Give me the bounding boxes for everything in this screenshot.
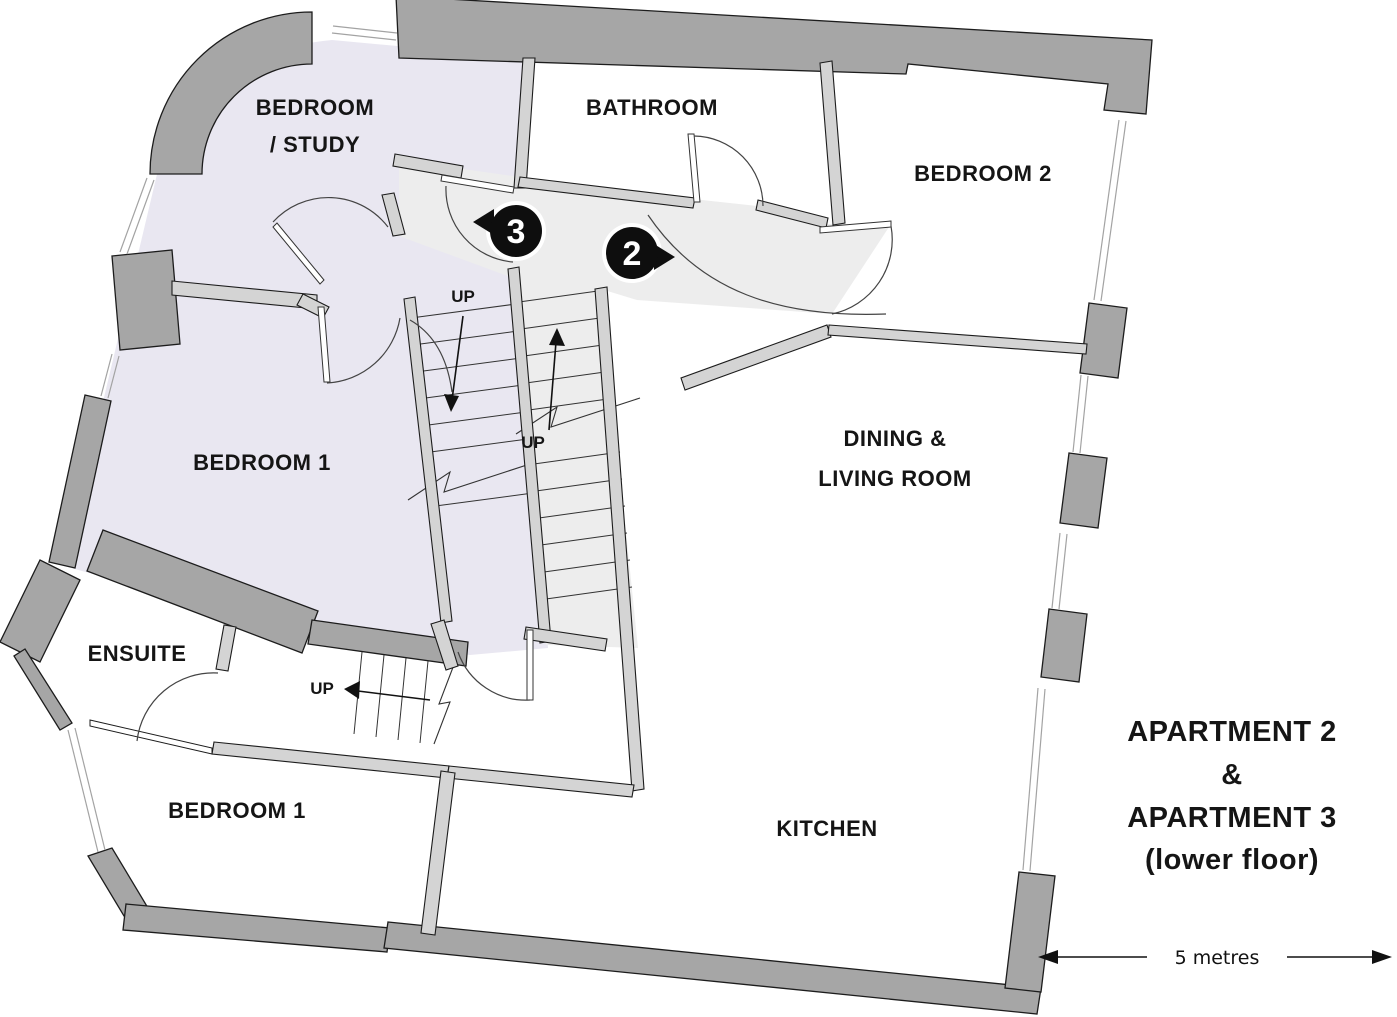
left-pillar bbox=[111, 249, 181, 351]
room-label-bedroom-study-line1: BEDROOM bbox=[256, 95, 374, 120]
study-door-leaf bbox=[272, 222, 325, 285]
room-label-bedroom1-upper: BEDROOM 1 bbox=[193, 450, 331, 475]
room-label-bathroom: BATHROOM bbox=[586, 95, 718, 120]
bathroom-door-arc bbox=[693, 135, 764, 207]
room-label-kitchen: KITCHEN bbox=[776, 816, 877, 841]
room-label-bedroom2: BEDROOM 2 bbox=[914, 161, 1052, 186]
plan-title: APARTMENT 2 & APARTMENT 3 (lower floor) bbox=[1127, 716, 1337, 876]
ensuite-right-stub bbox=[215, 624, 237, 672]
dining-door-arc bbox=[647, 214, 887, 315]
marker2-arrow-icon bbox=[654, 244, 675, 270]
stair-break-right bbox=[515, 397, 641, 435]
title-line4: (lower floor) bbox=[1145, 844, 1319, 876]
lower-hall-door-arc bbox=[457, 651, 531, 701]
scale-bar: 5 metres bbox=[1038, 947, 1392, 969]
bedroom2-door-arc bbox=[831, 225, 893, 315]
left-arrowhead-icon bbox=[344, 681, 360, 699]
windows bbox=[67, 25, 1127, 872]
room-label-dining-line2: LIVING ROOM bbox=[818, 466, 971, 491]
hall-door-arc bbox=[445, 185, 514, 263]
right-pillar-3 bbox=[1040, 608, 1088, 683]
down-arrowhead-icon bbox=[444, 394, 459, 412]
bedroom2-dining-wall bbox=[827, 324, 1088, 355]
left-wall-upper bbox=[48, 394, 112, 569]
title-line2: & bbox=[1221, 759, 1242, 791]
stair-left-wall bbox=[403, 296, 453, 624]
bedroom1-kitchen-wall bbox=[420, 770, 456, 936]
doors bbox=[136, 133, 893, 742]
apartment2-marker bbox=[606, 227, 658, 279]
hall-left-stub bbox=[381, 192, 406, 237]
stair-up-label-right: UP bbox=[521, 433, 545, 452]
scale-right-arrowhead-icon bbox=[1372, 950, 1392, 964]
bottom-right-corner-wall bbox=[1004, 871, 1056, 993]
right-pillar-1 bbox=[1079, 302, 1128, 379]
right-pillar-2 bbox=[1059, 452, 1108, 529]
stair-up-label-lower: UP bbox=[310, 679, 334, 698]
dining-sloped-wall bbox=[680, 324, 832, 391]
bathroom-bedroom2-wall bbox=[819, 60, 846, 226]
stair-break-lower bbox=[433, 661, 456, 745]
lower-hall-door-leaf bbox=[526, 629, 534, 701]
stair-direction-arrows bbox=[344, 315, 565, 701]
ensuite-bedroom1-thin-wall bbox=[89, 719, 213, 755]
ensuite-outer-wall bbox=[13, 648, 73, 731]
curved-corner-wall bbox=[149, 11, 313, 175]
apartment3-dividing-wall-thin bbox=[307, 619, 469, 667]
up-arrowhead-icon bbox=[549, 328, 565, 346]
room-labels: BEDROOM / STUDY BATHROOM BEDROOM 2 BEDRO… bbox=[88, 95, 1052, 841]
room-label-dining-line1: DINING & bbox=[844, 426, 947, 451]
study-door-arc bbox=[272, 196, 389, 228]
hall-kitchen-wall bbox=[446, 765, 635, 798]
title-line1: APARTMENT 2 bbox=[1127, 716, 1337, 748]
apartment-markers: 3 2 bbox=[473, 201, 675, 283]
apartment2-marker-number: 2 bbox=[623, 235, 642, 273]
scale-left-arrowhead-icon bbox=[1038, 950, 1058, 964]
ensuite-door-arc bbox=[136, 672, 219, 742]
kitchen-bottom-wall bbox=[383, 921, 1042, 1015]
hall-bedroom1-wall bbox=[211, 741, 450, 779]
stair-up-label-left: UP bbox=[451, 287, 475, 306]
marker3-arrow-icon bbox=[473, 209, 494, 235]
stair-right-wall bbox=[594, 286, 645, 792]
room-label-bedroom-study-line2: / STUDY bbox=[270, 132, 360, 157]
stair-treads bbox=[353, 289, 641, 745]
interior-walls bbox=[89, 57, 1088, 936]
room-label-bedroom1-lower: BEDROOM 1 bbox=[168, 798, 306, 823]
left-wall-ensuite bbox=[0, 559, 81, 663]
bathroom-door-leaf bbox=[687, 133, 701, 203]
hall-door-leaf bbox=[440, 174, 515, 194]
apartment3-marker-number: 3 bbox=[507, 213, 526, 251]
bathroom-bottom-wall bbox=[517, 176, 696, 209]
room-label-ensuite: ENSUITE bbox=[88, 641, 187, 666]
scale-label: 5 metres bbox=[1175, 947, 1260, 969]
bedroom1-upper-door-leaf bbox=[317, 306, 331, 383]
bedroom1-lower-bottom-wall bbox=[122, 903, 391, 953]
top-wall bbox=[395, 0, 1153, 115]
apartment3-dividing-wall-thick bbox=[86, 529, 319, 654]
exterior-walls bbox=[0, 0, 1153, 1015]
kitchen-nook-wall bbox=[523, 626, 608, 652]
title-line3: APARTMENT 3 bbox=[1127, 802, 1337, 834]
kitchen-nook-wall-vert bbox=[430, 619, 459, 671]
bedroom1-upper-door-arc bbox=[326, 317, 401, 384]
apartment3-marker bbox=[490, 205, 542, 257]
corridor-door-arc bbox=[409, 319, 453, 393]
